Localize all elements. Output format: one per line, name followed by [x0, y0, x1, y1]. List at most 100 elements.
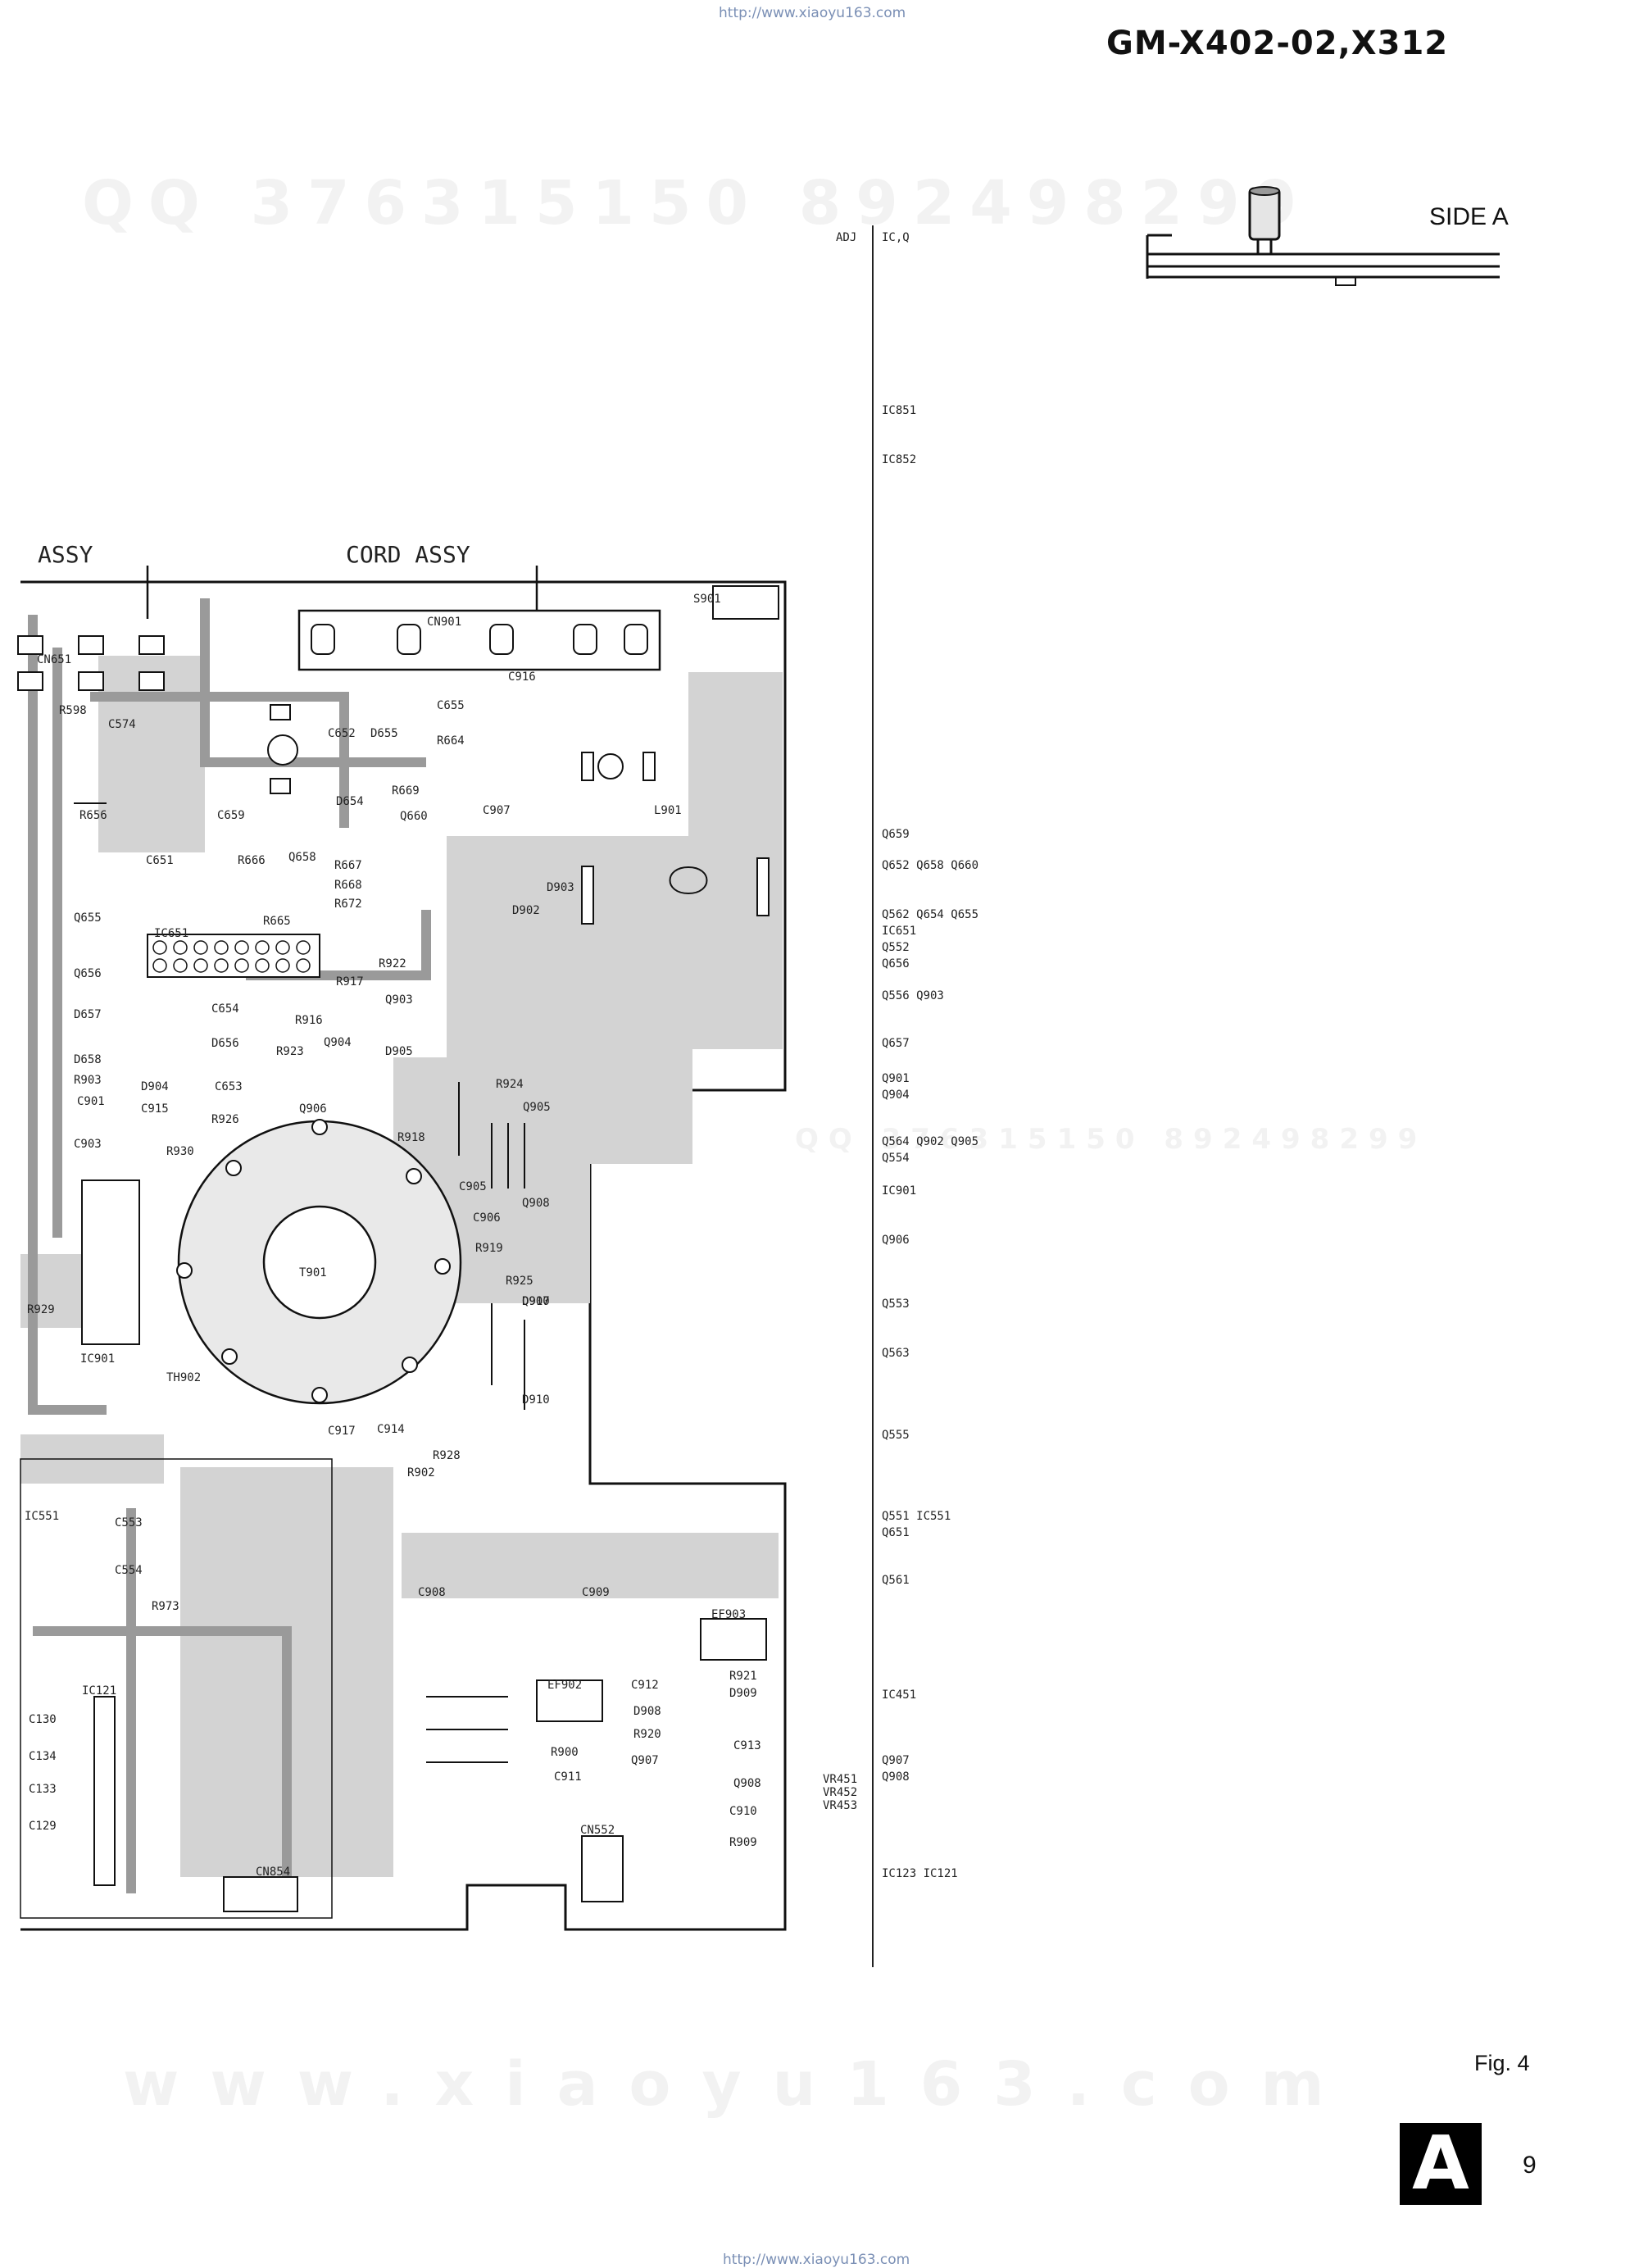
- label-r656: R656: [79, 809, 107, 822]
- pcb-layout-diagram: [17, 566, 787, 1931]
- label-ic121: IC121: [82, 1684, 117, 1698]
- label-c906: C906: [473, 1211, 501, 1225]
- label-r919: R919: [475, 1242, 503, 1255]
- label-cn854: CN854: [256, 1866, 291, 1879]
- label-r665: R665: [263, 915, 291, 928]
- label-q906: Q906: [299, 1102, 327, 1116]
- label-d658: D658: [74, 1053, 102, 1066]
- label-d907: D907: [522, 1295, 550, 1308]
- index-row: Q561: [882, 1574, 910, 1587]
- label-c133: C133: [29, 1783, 57, 1796]
- label-d655: D655: [370, 727, 398, 740]
- label-r916: R916: [295, 1014, 323, 1027]
- label-q904: Q904: [324, 1036, 352, 1049]
- label-r918: R918: [397, 1131, 425, 1144]
- label-r917: R917: [336, 975, 364, 989]
- label-c130: C130: [29, 1713, 57, 1726]
- label-r902: R902: [407, 1466, 435, 1479]
- label-c553: C553: [115, 1516, 143, 1529]
- index-row: IC451: [882, 1689, 917, 1702]
- label-q908-board: Q908: [522, 1197, 550, 1210]
- label-d909: D909: [729, 1687, 757, 1700]
- label-r909: R909: [729, 1836, 757, 1849]
- label-c909: C909: [582, 1586, 610, 1599]
- label-d657: D657: [74, 1008, 102, 1021]
- label-c129: C129: [29, 1820, 57, 1833]
- label-c655: C655: [437, 699, 465, 712]
- label-c914: C914: [377, 1423, 405, 1436]
- label-r925: R925: [506, 1275, 533, 1288]
- label-ic551: IC551: [25, 1510, 60, 1523]
- label-r924: R924: [496, 1078, 524, 1091]
- label-r900: R900: [551, 1746, 579, 1759]
- label-q903: Q903: [385, 993, 413, 1007]
- label-c917: C917: [328, 1425, 356, 1438]
- label-d910: D910: [522, 1393, 550, 1407]
- index-row: Q555: [882, 1429, 910, 1442]
- label-c659: C659: [217, 809, 245, 822]
- label-r920: R920: [633, 1728, 661, 1741]
- label-r667: R667: [334, 859, 362, 872]
- label-c911: C911: [554, 1770, 582, 1784]
- label-c908: C908: [418, 1586, 446, 1599]
- label-r669: R669: [392, 784, 420, 798]
- label-d905: D905: [385, 1045, 413, 1058]
- label-c651: C651: [146, 854, 174, 867]
- label-r668: R668: [334, 879, 362, 892]
- label-ef903: EF903: [711, 1608, 747, 1621]
- index-row: Q901: [882, 1072, 910, 1085]
- label-r930: R930: [166, 1145, 194, 1158]
- index-row: Q563: [882, 1347, 910, 1360]
- index-row: Q906: [882, 1234, 910, 1247]
- model-title: GM-X402-02,X312: [1106, 25, 1449, 62]
- index-row: IC901: [882, 1184, 917, 1198]
- label-ef902: EF902: [547, 1679, 583, 1692]
- label-th902: TH902: [166, 1371, 202, 1384]
- label-c913: C913: [733, 1739, 761, 1752]
- index-row: Q556 Q903: [882, 989, 944, 1002]
- side-a-view-diagram: [1146, 186, 1500, 286]
- page-number: 9: [1523, 2152, 1537, 2179]
- label-c916: C916: [508, 670, 536, 684]
- label-r672: R672: [334, 898, 362, 911]
- label-c653: C653: [215, 1080, 243, 1093]
- index-row: IC851: [882, 404, 917, 417]
- index-header-icq: IC,Q: [882, 231, 910, 244]
- label-c912: C912: [631, 1679, 659, 1692]
- figure-label: Fig. 4: [1474, 2051, 1530, 2075]
- label-r926: R926: [211, 1113, 239, 1126]
- index-row: Q908: [882, 1770, 910, 1784]
- label-r666: R666: [238, 854, 266, 867]
- index-row: Q657: [882, 1037, 910, 1050]
- index-row: Q907: [882, 1754, 910, 1767]
- label-d902: D902: [512, 904, 540, 917]
- index-row: Q553: [882, 1298, 910, 1311]
- index-row: IC123 IC121: [882, 1867, 958, 1880]
- label-cn552: CN552: [580, 1824, 615, 1837]
- watermark-site: www.xiaoyu163.com: [123, 2049, 1355, 2120]
- label-d908: D908: [633, 1705, 661, 1718]
- label-d904: D904: [141, 1080, 169, 1093]
- assy-label: ASSY: [38, 541, 93, 568]
- watermark-qq-mid: QQ 376315150 892498299: [795, 1123, 1428, 1156]
- label-c907: C907: [483, 804, 511, 817]
- label-r903: R903: [74, 1074, 102, 1087]
- adj-item: VR451: [823, 1773, 858, 1786]
- label-c910: C910: [729, 1805, 757, 1818]
- label-r598: R598: [59, 704, 87, 717]
- label-q656: Q656: [74, 967, 102, 980]
- label-ic651: IC651: [154, 927, 189, 940]
- adj-item: VR452: [823, 1786, 858, 1799]
- label-r973: R973: [152, 1600, 179, 1613]
- label-d903: D903: [547, 881, 574, 894]
- side-a-label: SIDE A: [1429, 203, 1509, 230]
- index-row: Q554: [882, 1152, 910, 1165]
- label-c574: C574: [108, 718, 136, 731]
- adj-item: VR453: [823, 1799, 858, 1812]
- label-c554: C554: [115, 1564, 143, 1577]
- index-row: Q651: [882, 1526, 910, 1539]
- label-r664: R664: [437, 734, 465, 748]
- label-c654: C654: [211, 1002, 239, 1016]
- page-section-badge: A: [1400, 2123, 1482, 2205]
- label-c903: C903: [74, 1138, 102, 1151]
